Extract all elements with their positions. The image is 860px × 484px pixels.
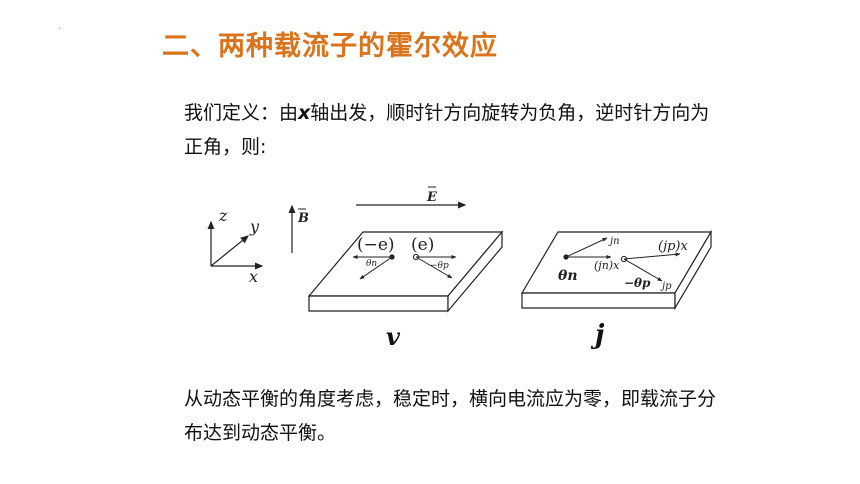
velocity-caption: v [386,322,401,351]
left-velocity-arrows [352,255,457,280]
theta-n-right: θn [558,268,578,284]
theta-n-left: θn [366,259,377,269]
right-plate-front [521,292,676,309]
y-axis-label: y [249,217,260,236]
jp-label: jp [660,281,672,292]
current-caption: j [590,320,605,350]
conclusion-paragraph: 从动态平衡的角度考虑，稳定时，横向电流应为零，即载流子分布达到动态平衡。 [184,388,717,444]
right-plate-side [674,229,712,311]
slide-title: 二、两种载流子的霍尔效应 [162,31,498,62]
jn-label: jn [608,236,620,247]
definition-paragraph: 我们定义：由x轴出发，顺时针方向旋转为负角，逆时针方向为正角，则: [184,96,724,164]
definition-after: 轴出发，顺时针方向旋转为负角，逆时针方向为正角，则: [184,102,710,158]
charge-negative-label: (−e) [357,235,395,255]
coordinate-axes [207,220,264,270]
right-current-arrows [565,237,681,282]
jp-x-arrow [623,252,681,260]
jn-x-label: (jn)x [594,259,620,272]
charge-positive-label: (e) [411,235,434,255]
right-plate [520,229,713,311]
jp-arrow [623,258,663,282]
left-plate-front [308,295,449,312]
left-plate-side [447,230,503,313]
x-axis-label: x [249,267,258,286]
x-axis-letter: x [298,102,311,124]
jn-arrow [565,237,608,258]
z-axis-label: z [218,206,228,225]
left-plate [307,230,504,313]
corner-mark: . [58,22,61,31]
electron-velocity-arrow [359,256,393,280]
b-field-label: B [297,211,309,226]
left-plate-top [307,231,504,297]
theta-p-right: −θp [624,276,651,290]
definition-before: 我们定义：由 [184,102,299,124]
theta-p-left: −θp [430,261,449,271]
e-field-label: E [426,190,438,205]
y-axis-arrow [210,235,249,267]
jp-x-label: (jp)x [658,239,688,254]
hole-velocity-arrow [415,256,453,279]
